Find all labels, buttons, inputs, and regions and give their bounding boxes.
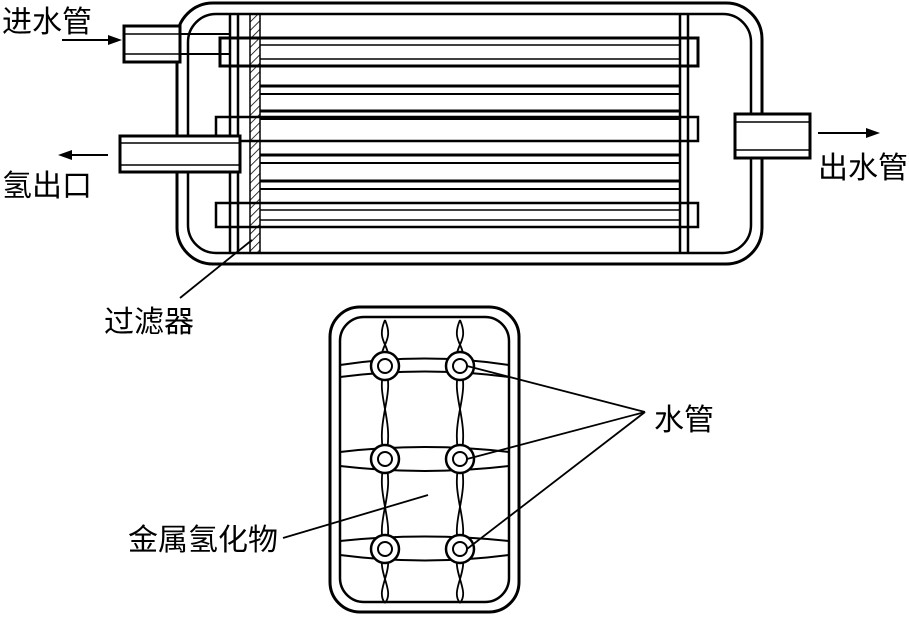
filter-leader-line	[179, 239, 253, 299]
water-pipe-circle	[444, 533, 476, 565]
hydrogen-arrow-icon	[58, 150, 108, 160]
water-inlet-label: 进水管	[2, 5, 92, 40]
tube-3	[214, 201, 700, 229]
tank-side-view	[58, 1, 880, 299]
tube-2	[214, 115, 700, 143]
water-pipe-label: 水管	[654, 403, 714, 438]
water-outlet-label: 出水管	[818, 151, 908, 186]
hydrogen-outlet-pipe	[118, 134, 242, 174]
inlet-arrow-icon	[62, 35, 122, 45]
tube-1	[218, 36, 700, 68]
water-pipe-circle	[369, 533, 401, 565]
water-pipe-circle	[444, 350, 476, 382]
outlet-arrow-icon	[818, 128, 880, 138]
hydride-tubes	[214, 36, 700, 229]
water-pipe-circle	[369, 443, 401, 475]
water-pipe-circle	[369, 350, 401, 382]
filter-plate	[249, 13, 261, 254]
section-inner-shell	[338, 315, 511, 604]
water-pipe-leader-lines	[466, 365, 646, 550]
metal-hydride-leader-line	[282, 494, 429, 539]
outlet-header-pipe	[678, 14, 690, 253]
hydrogen-outlet-label: 氢出口	[2, 169, 92, 204]
water-outlet-pipe	[733, 112, 812, 160]
tank-inner-shell	[186, 12, 753, 255]
filter-label: 过滤器	[104, 305, 194, 340]
metal-hydride-label: 金属氢化物	[128, 523, 278, 558]
section-outer-shell	[328, 305, 521, 614]
water-pipes-section	[369, 350, 476, 565]
hydride-cells	[339, 319, 510, 604]
inlet-header-pipe	[228, 14, 240, 253]
water-pipe-circle	[444, 443, 476, 475]
water-inlet-pipe	[122, 24, 230, 64]
tank-cross-section	[282, 305, 646, 614]
tank-outer-shell	[175, 1, 764, 266]
